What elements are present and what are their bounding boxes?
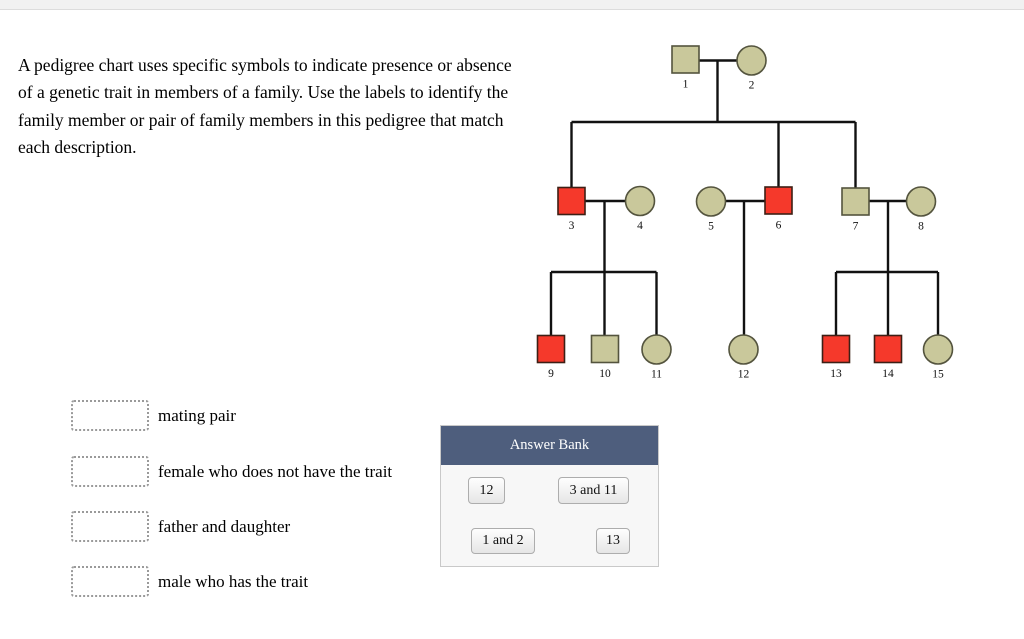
- pedigree-member-13-male-affected: [821, 334, 851, 364]
- pedigree-member-label: 7: [853, 221, 859, 233]
- pedigree-member-label: 10: [599, 368, 611, 380]
- answer-option-1-and-2[interactable]: 1 and 2: [471, 528, 535, 554]
- drop-row-father-daughter: father and daughter: [71, 511, 290, 542]
- answer-option-12[interactable]: 12: [468, 477, 505, 504]
- pedigree-member-4-female-unaffected: [624, 185, 656, 217]
- drop-label-female-no-trait: female who does not have the trait: [158, 461, 393, 481]
- pedigree-member-label: 3: [569, 220, 575, 232]
- drop-label-father-daughter: father and daughter: [158, 516, 291, 536]
- pedigree-member-15-female-unaffected: [922, 334, 954, 365]
- top-bar: [0, 0, 1024, 10]
- pedigree-member-10-male-unaffected: [590, 334, 620, 364]
- answer-bank-title: Answer Bank: [441, 426, 658, 465]
- pedigree-member-label: 11: [651, 369, 662, 381]
- pedigree-member-3-male-affected: [557, 186, 586, 216]
- pedigree-member-label: 6: [776, 220, 782, 232]
- drop-row-mating-pair: mating pair: [71, 400, 236, 431]
- pedigree-member-label: 13: [830, 368, 842, 380]
- drop-row-male-has-trait: male who has the trait: [71, 566, 308, 597]
- drop-label-male-has-trait: male who has the trait: [158, 571, 309, 591]
- pedigree-member-label: 14: [882, 368, 894, 380]
- pedigree-member-7-male-unaffected: [841, 187, 870, 216]
- drop-zone-male-has-trait[interactable]: [71, 566, 149, 597]
- pedigree-member-5-female-unaffected: [695, 186, 727, 217]
- pedigree-member-label: 15: [932, 369, 944, 381]
- pedigree-member-8-female-unaffected: [905, 186, 937, 217]
- drop-row-female-no-trait: female who does not have the trait: [71, 456, 392, 487]
- pedigree-member-label: 2: [749, 80, 755, 92]
- pedigree-member-label: 5: [708, 221, 714, 233]
- drop-label-mating-pair: mating pair: [158, 405, 236, 425]
- answer-option-3-and-11[interactable]: 3 and 11: [558, 477, 629, 504]
- pedigree-member-12-female-unaffected: [728, 334, 759, 365]
- pedigree-member-2-female-unaffected: [736, 45, 767, 76]
- answer-bank-panel: Answer Bank 12 3 and 11 1 and 2 13: [440, 425, 659, 567]
- pedigree-member-label: 1: [683, 79, 689, 91]
- pedigree-member-label: 4: [637, 220, 643, 232]
- pedigree-member-label: 12: [738, 369, 750, 381]
- drop-zone-mating-pair[interactable]: [71, 400, 149, 431]
- pedigree-member-1-male-unaffected: [671, 45, 700, 74]
- pedigree-member-label: 9: [548, 368, 554, 380]
- pedigree-member-11-female-unaffected: [641, 334, 672, 365]
- question-text: A pedigree chart uses specific symbols t…: [18, 54, 512, 158]
- pedigree-member-9-male-affected: [536, 334, 566, 364]
- pedigree-member-6-male-affected: [764, 186, 793, 215]
- pedigree-member-14-male-affected: [873, 334, 903, 364]
- answer-option-13[interactable]: 13: [596, 528, 630, 554]
- drop-zone-father-daughter[interactable]: [71, 511, 149, 542]
- drop-zone-female-no-trait[interactable]: [71, 456, 149, 487]
- pedigree-member-label: 8: [918, 221, 924, 233]
